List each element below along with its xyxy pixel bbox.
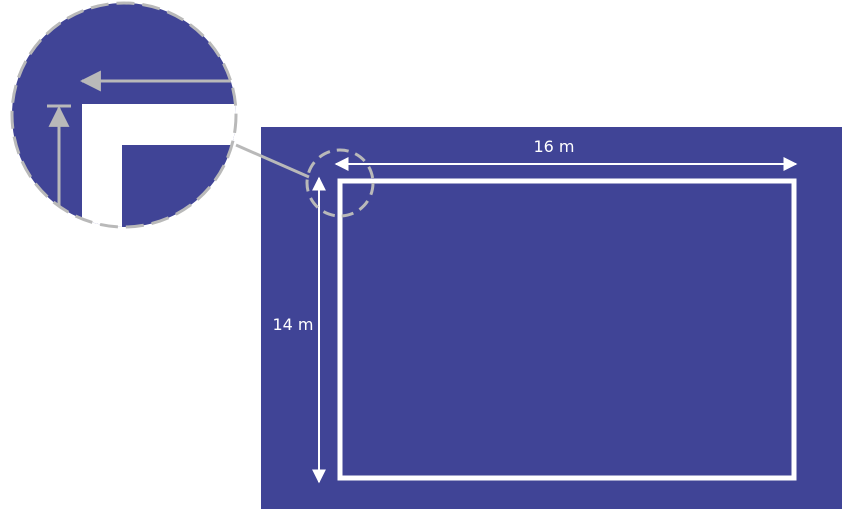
width-dimension-label: 16 m	[533, 137, 574, 156]
callout-leader-line	[235, 143, 310, 179]
height-dimension-label: 14 m	[272, 315, 313, 334]
zoom-callout-circle	[10, 1, 238, 229]
corner-callout-circle	[305, 148, 375, 218]
field-background	[261, 127, 842, 509]
corner-zoom-detail	[12, 3, 236, 227]
zoom-corner-line	[82, 104, 236, 227]
court-boundary-line	[337, 178, 797, 481]
